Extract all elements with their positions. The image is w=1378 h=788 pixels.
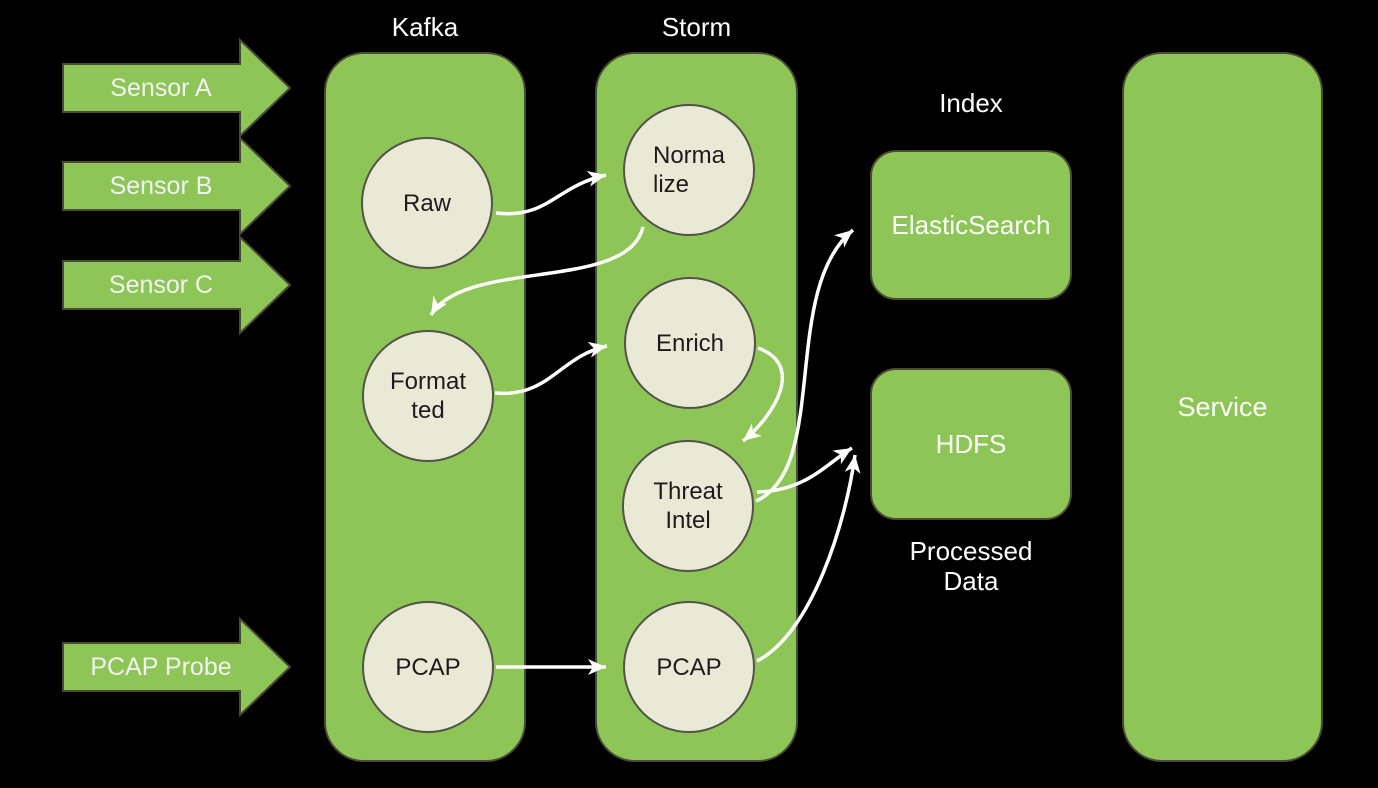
storm-threat-intel-node: Threat Intel bbox=[622, 440, 754, 572]
pcap-probe-label: PCAP Probe bbox=[90, 653, 232, 681]
hdfs-box: HDFS bbox=[870, 368, 1072, 520]
elasticsearch-box: ElasticSearch bbox=[870, 150, 1072, 300]
storm-normalize-node: Norma lize bbox=[623, 104, 755, 236]
sensor-c-arrow-shape bbox=[62, 234, 292, 336]
hdfs-label: HDFS bbox=[935, 428, 1007, 459]
storm-enrich-node: Enrich bbox=[624, 277, 756, 409]
pcap-probe-arrow-shape bbox=[62, 616, 292, 718]
kafka-formatted-node: Format ted bbox=[362, 330, 494, 462]
sensor-a-arrow-shape bbox=[62, 37, 292, 139]
kafka-raw-node: Raw bbox=[361, 137, 493, 269]
index-caption: Index bbox=[939, 88, 1003, 118]
sensor-b-label: Sensor B bbox=[109, 172, 213, 200]
processed-data-caption: Processed Data bbox=[909, 536, 1033, 596]
storm-title: Storm bbox=[661, 12, 732, 42]
sensor-c-label: Sensor C bbox=[108, 271, 214, 299]
sensor-b-arrow-shape bbox=[62, 135, 292, 237]
kafka-pcap-node: PCAP bbox=[362, 601, 494, 733]
storm-pcap-node: PCAP bbox=[623, 601, 755, 733]
service-label: Service bbox=[1177, 391, 1268, 422]
elasticsearch-label: ElasticSearch bbox=[891, 209, 1051, 240]
sensor-a-label: Sensor A bbox=[110, 74, 212, 102]
kafka-title: Kafka bbox=[391, 12, 459, 42]
service-column bbox=[1122, 52, 1323, 762]
